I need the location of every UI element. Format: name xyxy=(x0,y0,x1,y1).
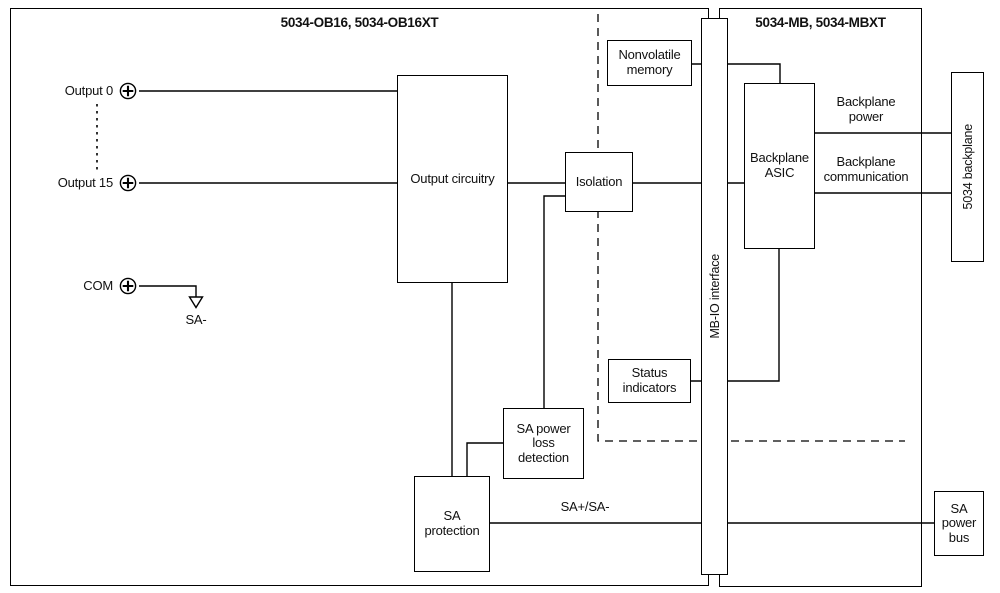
block-status-indicators: Status indicators xyxy=(608,359,691,403)
terminal-label-output0: Output 0 xyxy=(64,83,113,98)
block-5034-backplane: 5034 backplane xyxy=(951,72,984,262)
terminal-label-output15: Output 15 xyxy=(57,175,114,190)
wire-isolation-saploss xyxy=(543,195,565,408)
block-sa-power-bus: SA power bus xyxy=(934,491,984,556)
ground-arrow-icon xyxy=(188,296,204,309)
block-backplane-asic: Backplane ASIC xyxy=(744,83,815,249)
block-output-circuitry: Output circuitry xyxy=(397,75,508,283)
terminal-screw-icon-com xyxy=(119,277,137,295)
wire-saploss-saprotection xyxy=(466,442,503,476)
left-module-title: 5034-OB16, 5034-OB16XT xyxy=(280,15,439,30)
label-sa-bus: SA+/SA- xyxy=(560,499,610,514)
block-sa-power-loss-detection: SA power loss detection xyxy=(503,408,584,479)
label-sa-minus: SA- xyxy=(185,312,207,327)
terminal-screw-icon-output15 xyxy=(119,174,137,192)
block-sa-protection: SA protection xyxy=(414,476,490,572)
label-backplane-communication: Backplane communication xyxy=(823,154,909,184)
label-backplane-power: Backplane power xyxy=(836,94,896,124)
terminal-label-com: COM xyxy=(83,278,113,293)
block-isolation: Isolation xyxy=(565,152,633,212)
wire-com xyxy=(139,285,197,297)
right-module-title: 5034-MB, 5034-MBXT xyxy=(755,15,886,30)
block-mb-io-interface: MB-IO interface xyxy=(701,18,728,575)
block-nonvolatile-memory: Nonvolatile memory xyxy=(607,40,692,86)
terminal-screw-icon-output0 xyxy=(119,82,137,100)
